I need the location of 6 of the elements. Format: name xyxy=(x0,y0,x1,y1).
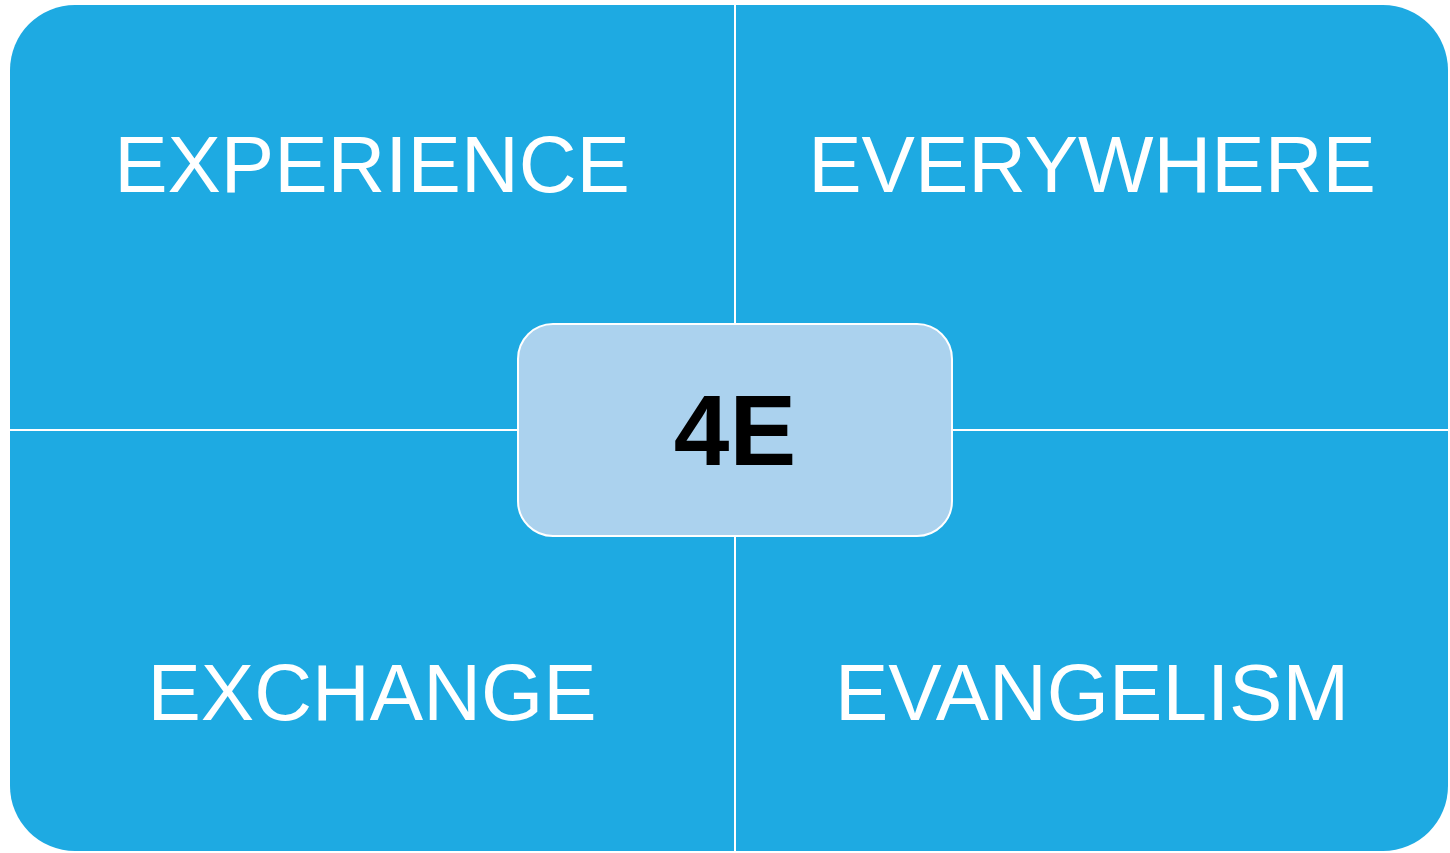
quadrant-label: EVANGELISM xyxy=(834,653,1350,733)
center-label: 4E xyxy=(673,380,797,480)
quadrant-label: EXCHANGE xyxy=(147,653,597,733)
quadrant-label: EVERYWHERE xyxy=(808,125,1376,205)
quadrant-label: EXPERIENCE xyxy=(114,125,630,205)
center-box xyxy=(517,323,953,537)
